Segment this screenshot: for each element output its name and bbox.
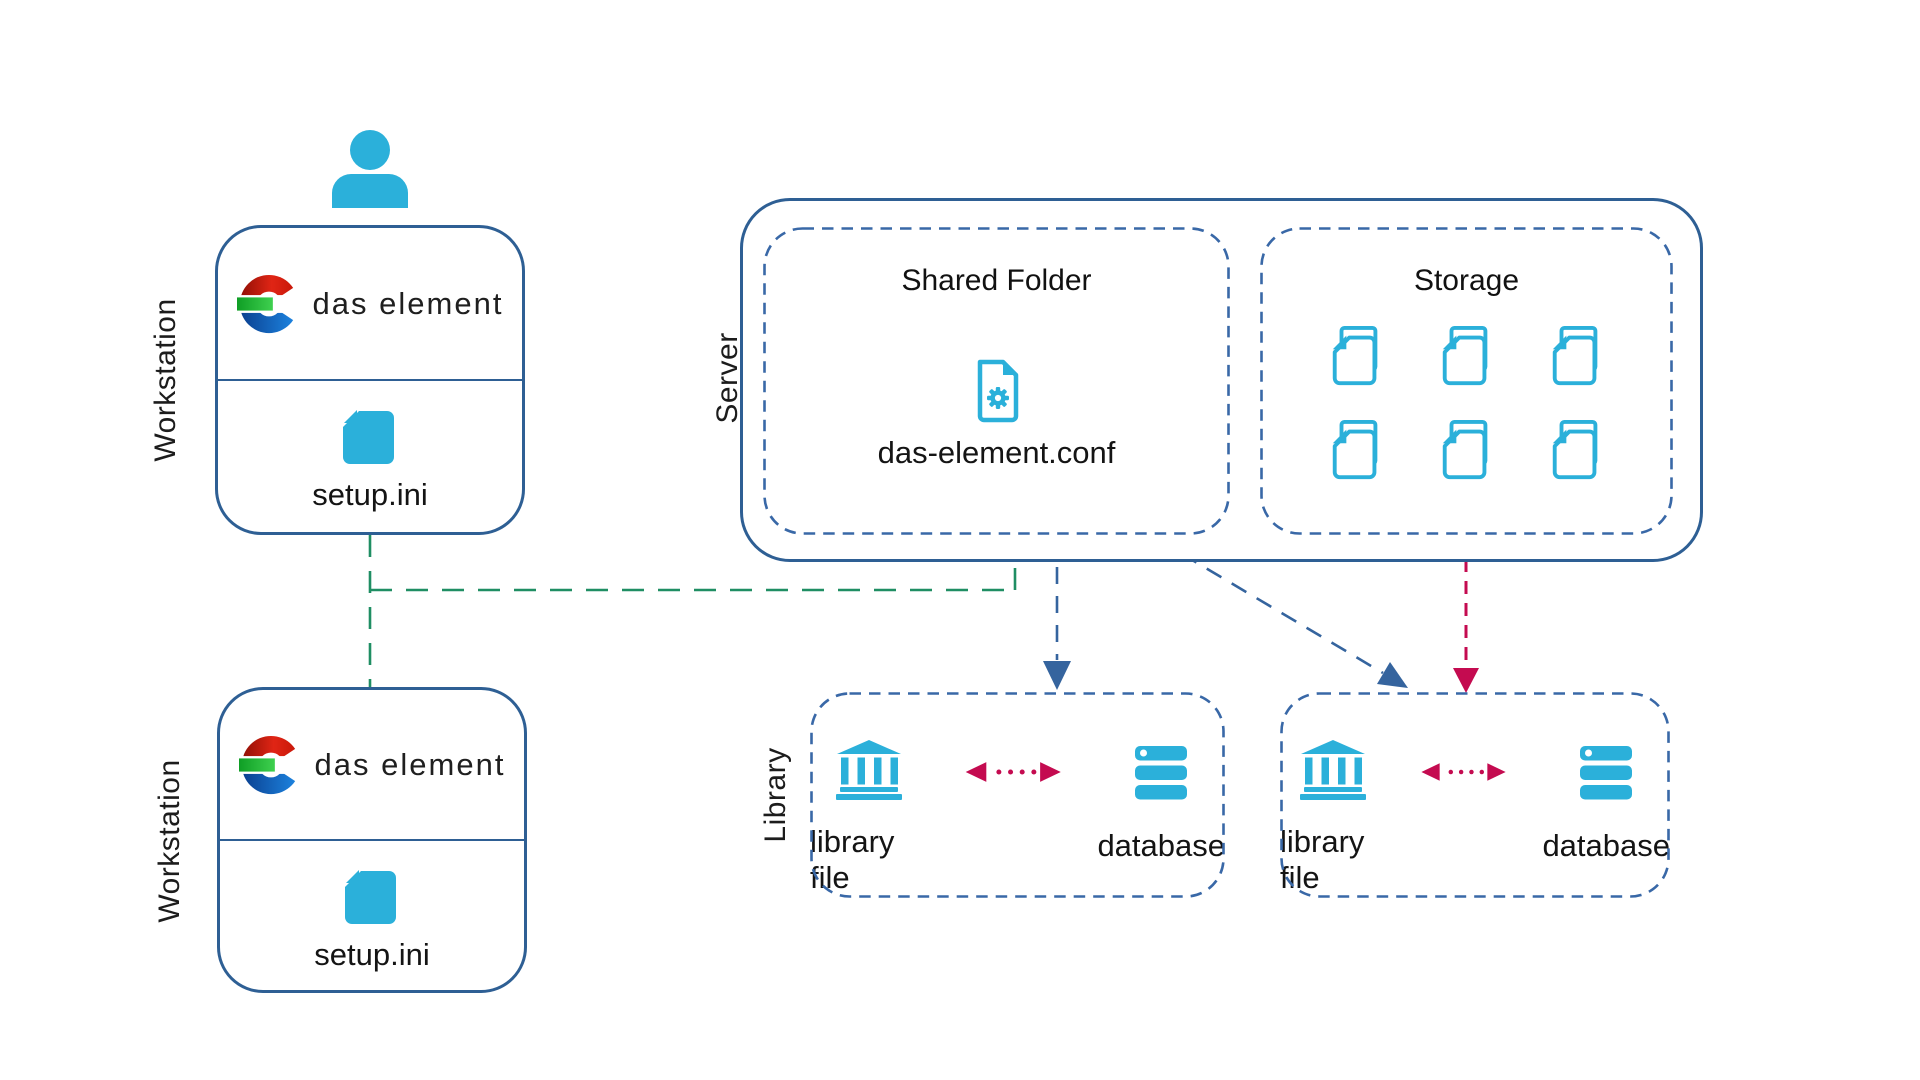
setup-ini-label: setup.ini [312,477,428,512]
files-copy-icon [1436,419,1498,481]
storage-file-row [1326,419,1608,481]
blue-arrowhead-diagonal [1377,662,1408,688]
workstation-bottom-label: Workstation [153,759,186,923]
shared-folder-border [763,227,1230,535]
library-1-content: library file database [810,692,1225,896]
database-item: database [1097,740,1225,864]
file-icon [340,865,404,929]
files-copy-icon [1546,325,1608,387]
storage-file-grid [1326,325,1608,481]
files-copy-icon [1546,419,1608,481]
file-icon [338,405,402,469]
server-box [740,198,1703,562]
crimson-arrowhead-down [1453,668,1479,693]
database-item: database [1542,740,1670,864]
workstation-top-app-section: das element [218,228,522,381]
workstation-bottom-box: das element setup.ini [217,687,527,993]
das-element-logo: das element [237,273,504,335]
library-box-2: library file database [1280,692,1670,898]
database-label: database [1542,828,1670,863]
workstation-top-file-section: setup.ini [218,381,522,532]
database-label: database [1097,828,1225,863]
library-2-content: library file database [1280,692,1670,896]
das-element-logo-text: das element [312,285,504,321]
storage-title: Storage [1413,264,1520,297]
library-file-item: library file [1280,740,1385,896]
library-file-label: library file [1280,824,1365,895]
setup-ini-label: setup.ini [314,937,430,972]
user-person-icon [332,130,408,208]
workstation-top-label: Workstation [149,298,182,462]
shared-folder-title: Shared Folder [901,264,1092,297]
das-element-logo: das element [239,734,506,796]
library-label: Library [759,747,792,843]
workstation-bottom-app-section: das element [220,690,524,841]
blue-arrowhead-down [1043,661,1071,690]
config-file-label: das-element.conf [877,435,1116,470]
files-copy-icon [1436,325,1498,387]
config-file-icon [965,359,1029,423]
workstation-top-box: das element setup.ini [215,225,525,535]
shared-folder-content: Shared Folder das-element.conf [763,227,1230,535]
library-box-1: library file database [810,692,1225,898]
shared-folder-box: Shared Folder das-element.conf [763,227,1230,535]
workstation-bottom-file-section: setup.ini [220,841,524,990]
storage-content: Storage [1260,227,1673,535]
storage-border [1260,227,1673,535]
library-box-1-border [810,692,1225,898]
das-element-logo-icon [237,273,299,335]
das-element-logo-text: das element [314,746,506,782]
das-element-logo-icon [239,734,301,796]
library-box-2-border [1280,692,1670,898]
files-copy-icon [1326,419,1388,481]
files-copy-icon [1326,325,1388,387]
storage-box: Storage [1260,227,1673,535]
storage-file-row [1326,325,1608,387]
library-file-item: library file [810,740,929,896]
library-file-label: library file [810,824,895,895]
